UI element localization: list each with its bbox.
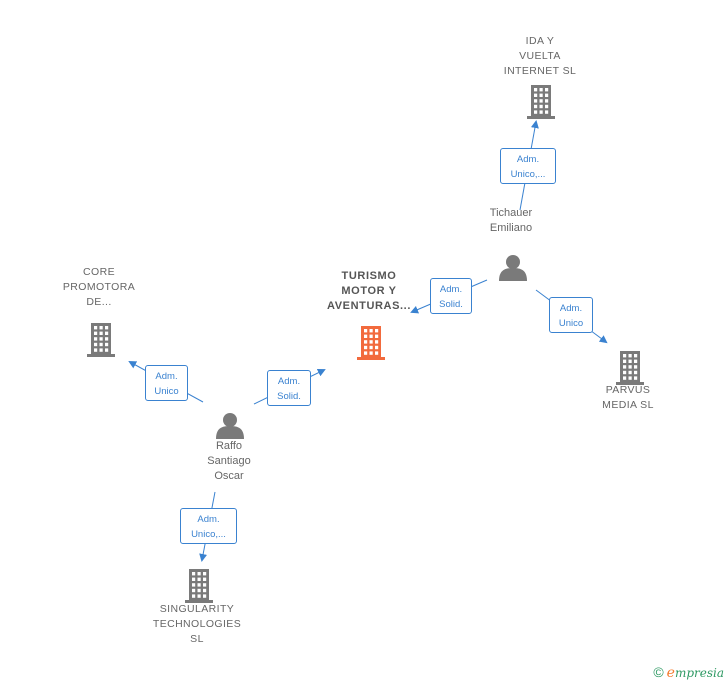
edge-label-raffo-core[interactable]: Adm. Unico xyxy=(145,365,188,401)
building-icon-parvus[interactable] xyxy=(616,351,644,385)
copyright-symbol: © xyxy=(653,664,664,680)
node-label-core[interactable]: CORE PROMOTORA DE... xyxy=(62,266,136,308)
edge-label-raffo-singularity[interactable]: Adm. Unico,... xyxy=(180,508,237,544)
node-label-ida-y-vuelta[interactable]: IDA Y VUELTA INTERNET SL xyxy=(503,35,577,77)
edge-label-tichauer-turismo[interactable]: Adm. Solid. xyxy=(430,278,472,314)
building-icon-core[interactable] xyxy=(87,323,115,357)
person-icon-raffo[interactable] xyxy=(216,413,244,439)
node-label-tichauer[interactable]: Tichauer Emiliano xyxy=(489,207,533,234)
empresia-logo: ©empresia xyxy=(653,664,724,681)
person-icon-tichauer[interactable] xyxy=(499,255,527,281)
brand-name: mpresia xyxy=(674,666,724,680)
node-label-turismo[interactable]: TURISMO MOTOR Y AVENTURAS... xyxy=(326,270,411,312)
node-label-raffo[interactable]: Raffo Santiago Oscar xyxy=(207,440,251,482)
brand-initial: e xyxy=(666,665,675,681)
edge-label-raffo-turismo[interactable]: Adm. Solid. xyxy=(267,370,311,406)
building-icon-singularity[interactable] xyxy=(185,569,213,603)
node-label-parvus[interactable]: PARVUS MEDIA SL xyxy=(602,384,654,411)
edge-label-tichauer-ida[interactable]: Adm. Unico,... xyxy=(500,148,556,184)
node-label-singularity[interactable]: SINGULARITY TECHNOLOGIES SL xyxy=(152,603,242,645)
building-icon-ida-y-vuelta[interactable] xyxy=(527,85,555,119)
building-icon-turismo[interactable] xyxy=(357,326,385,360)
edge-label-tichauer-parvus[interactable]: Adm. Unico xyxy=(549,297,593,333)
